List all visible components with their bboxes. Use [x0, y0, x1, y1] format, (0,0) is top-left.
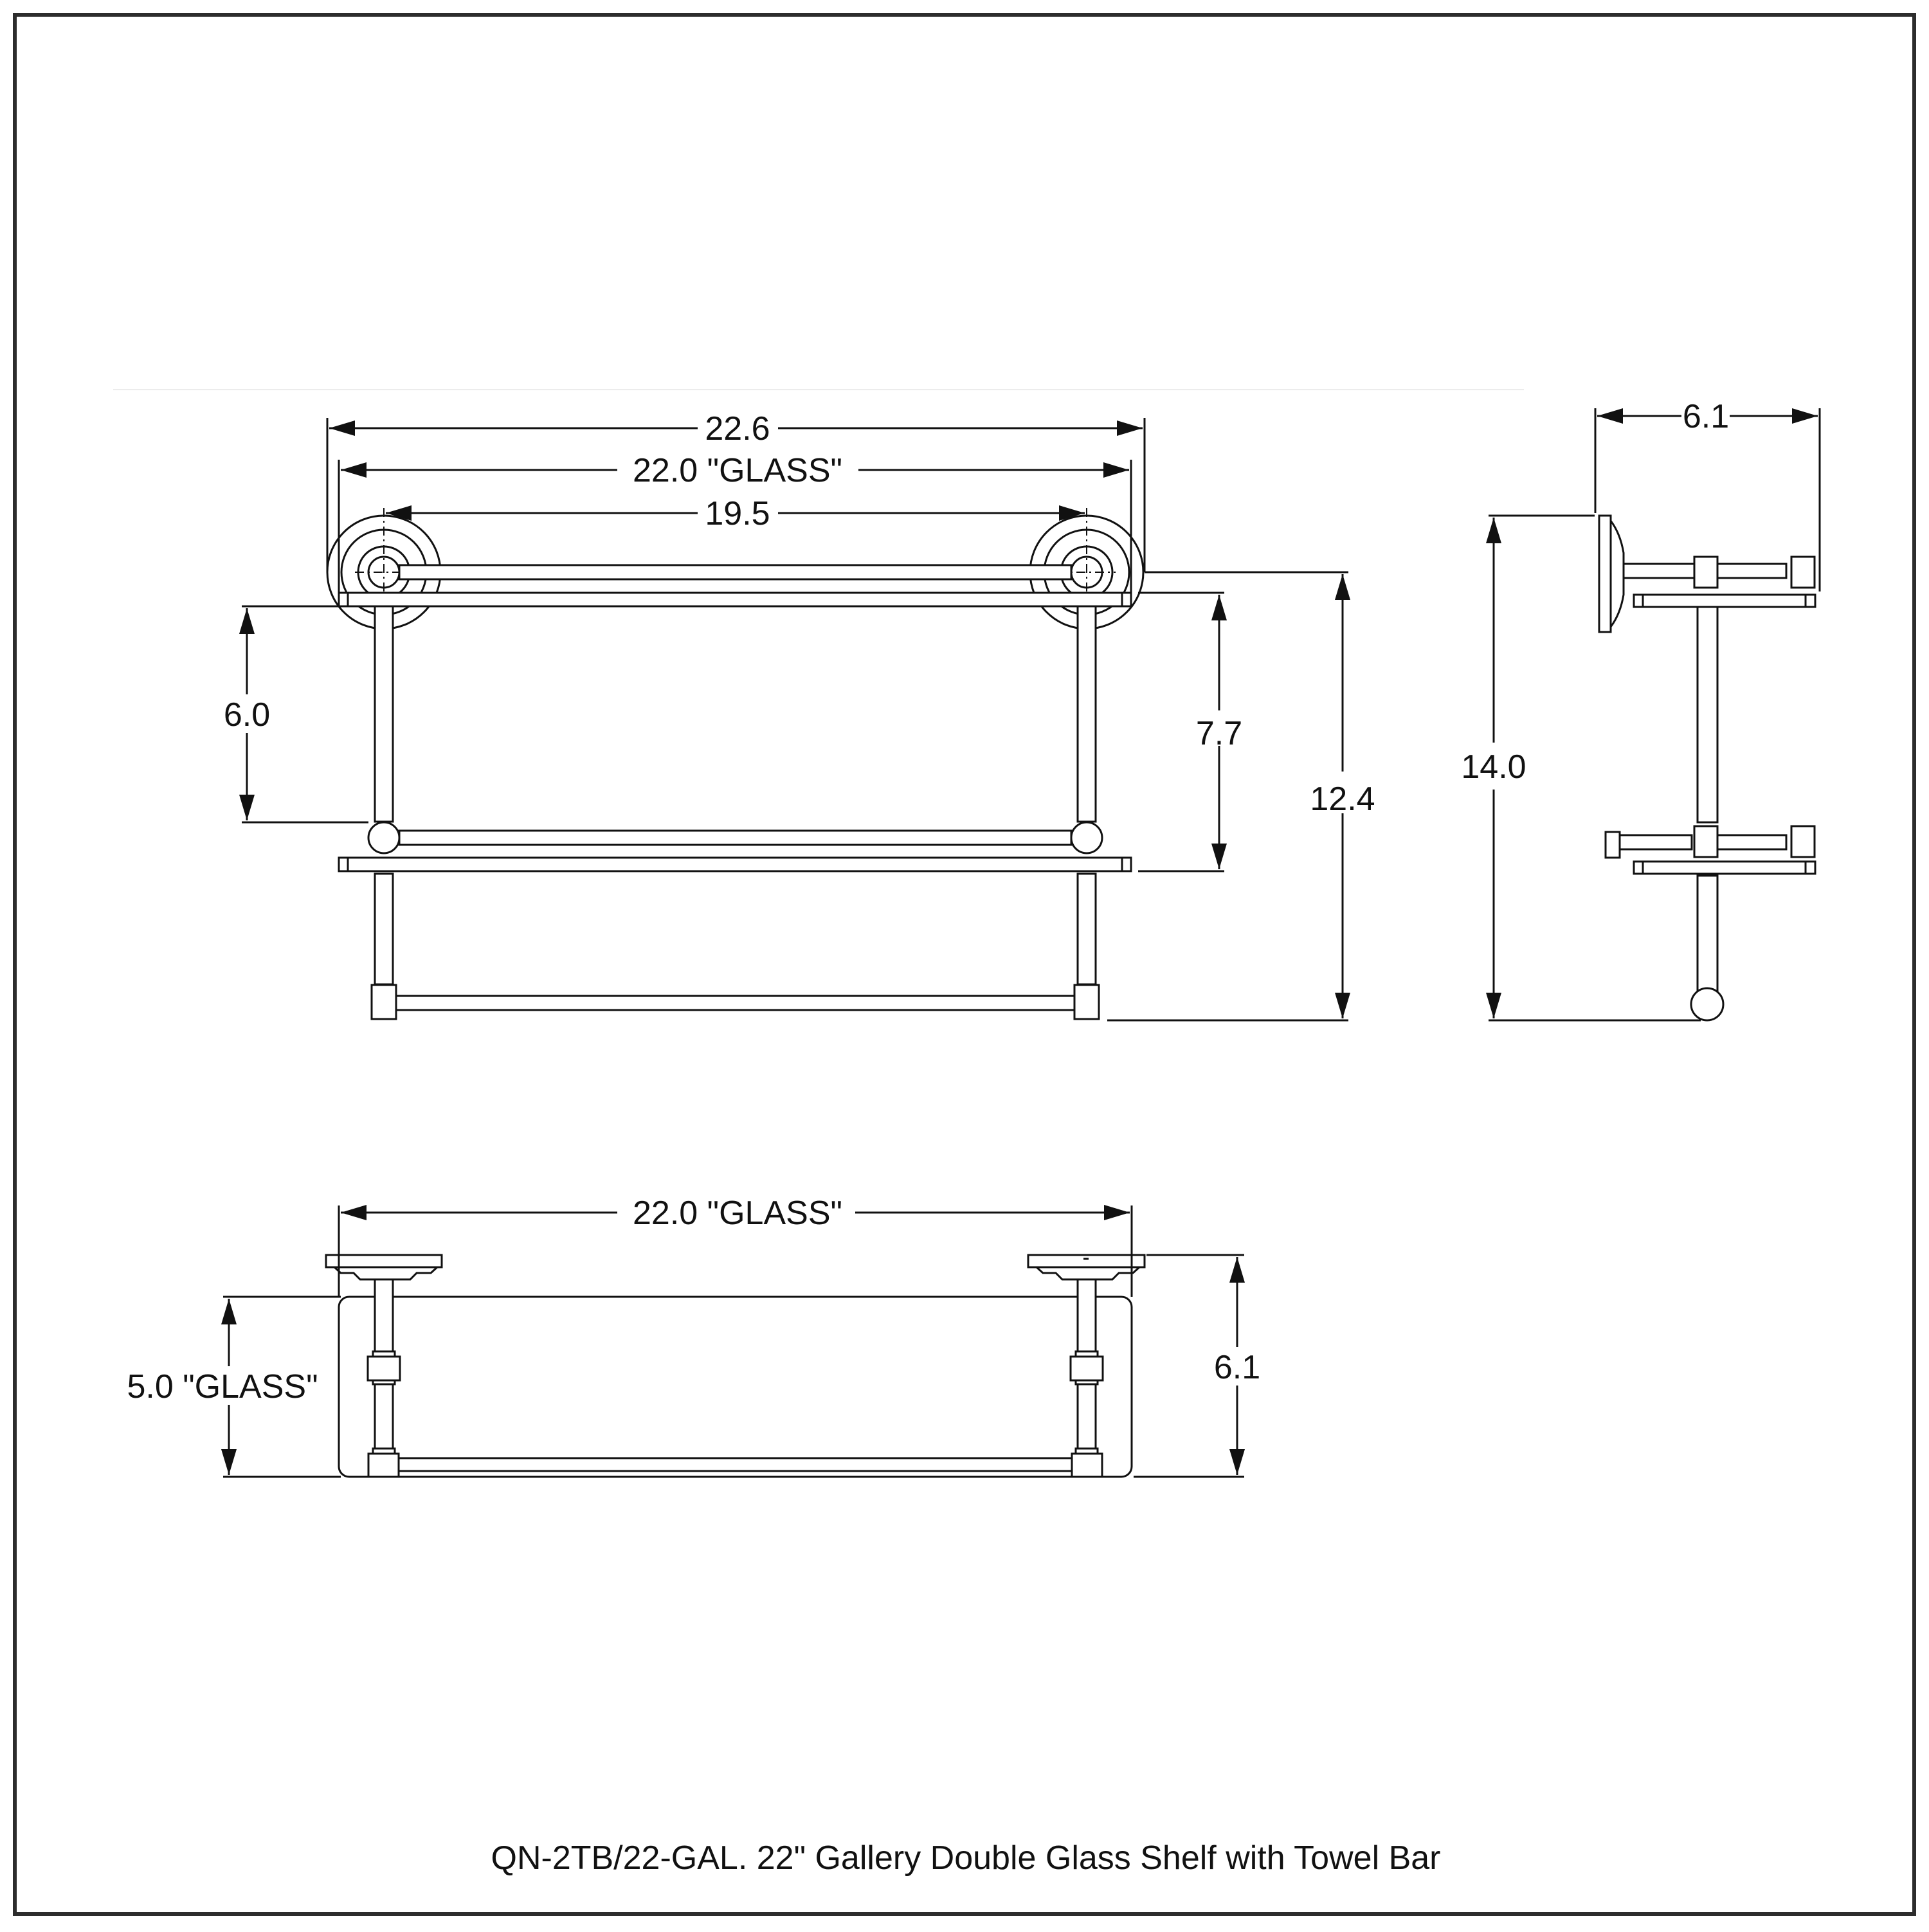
dim-top-overall-depth: 6.1 — [1214, 1349, 1260, 1386]
right-post-upper — [1076, 605, 1097, 823]
side-lower-glass — [1633, 860, 1816, 875]
top-left-wall-plate — [325, 1254, 443, 1268]
dim-overall-height-side: 14.0 — [1461, 748, 1526, 786]
top-towel-bar — [397, 1457, 1073, 1472]
top-glass-outline — [338, 1296, 1133, 1478]
top-right-post — [1076, 1278, 1097, 1353]
dim-top-glass-depth: 5.0 "GLASS" — [127, 1368, 318, 1405]
dim-overall-width: 22.6 — [705, 410, 770, 447]
left-post-lower — [374, 872, 394, 986]
towel-bar — [395, 995, 1076, 1011]
top-view: 22.0 "GLASS" 5.0 "GLASS" 6.1 — [127, 1195, 1260, 1478]
top-right-collar — [1069, 1355, 1104, 1382]
right-post-lower — [1076, 872, 1097, 986]
left-towel-bar-end — [370, 984, 397, 1020]
top-left-towel-end — [367, 1452, 400, 1478]
left-post-upper — [374, 605, 394, 823]
dim-top-glass-width: 22.0 "GLASS" — [633, 1195, 842, 1232]
side-upper-glass — [1633, 593, 1816, 608]
top-right-wall-plate — [1027, 1254, 1146, 1268]
dim-post-centers: 19.5 — [705, 495, 770, 532]
side-view: 6.1 14.0 — [1461, 398, 1821, 1022]
front-view: 22.6 22.0 "GLASS" 19.5 6.0 7.7 12.4 — [224, 410, 1375, 1022]
upper-gallery-rail — [398, 564, 1073, 581]
lower-glass-shelf — [338, 856, 1132, 872]
side-upper-arm — [1622, 563, 1699, 579]
side-wall-plate — [1598, 514, 1612, 633]
top-left-post — [374, 1278, 394, 1353]
right-ball — [1070, 821, 1103, 854]
top-left-collar — [367, 1355, 401, 1382]
lower-gallery-rail — [398, 829, 1073, 846]
left-ball — [367, 821, 401, 854]
drawing-title: QN-2TB/22-GAL. 22" Gallery Double Glass … — [491, 1839, 1441, 1877]
dim-shelf-to-mount: 7.7 — [1196, 715, 1242, 752]
side-post-upper — [1696, 606, 1719, 824]
drawing-border — [13, 13, 1916, 1916]
dim-side-depth: 6.1 — [1683, 398, 1729, 435]
side-towel-bar-end — [1690, 987, 1725, 1022]
dim-shelf-spacing: 6.0 — [224, 696, 270, 734]
dim-glass-width: 22.0 "GLASS" — [633, 452, 842, 489]
upper-glass-shelf — [338, 591, 1132, 608]
side-lower-arm — [1618, 834, 1693, 851]
dim-overall-height-front: 12.4 — [1310, 781, 1375, 818]
right-towel-bar-end — [1073, 984, 1100, 1020]
top-right-towel-end — [1071, 1452, 1103, 1478]
side-post-lower — [1696, 874, 1719, 1004]
